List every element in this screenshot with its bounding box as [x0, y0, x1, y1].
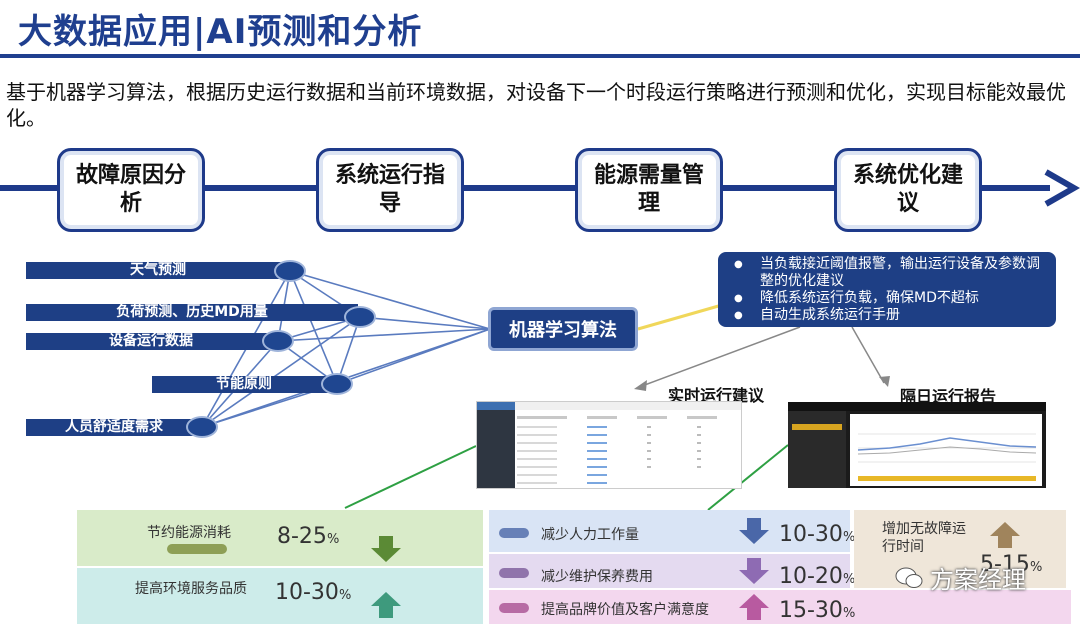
input-label: 天气预测	[130, 262, 186, 278]
process-arrow	[0, 169, 1080, 207]
ml-algorithm-box: 机器学习算法	[488, 307, 638, 351]
arrow-down-icon	[739, 518, 769, 544]
advice-item: 降低系统运行负载，确保MD不超标	[734, 290, 1048, 307]
arrow-down-icon	[739, 558, 769, 584]
realtime-screenshot[interactable]	[476, 401, 742, 489]
report-caption: 隔日运行报告	[900, 387, 997, 406]
wechat-icon	[895, 567, 923, 588]
input-comfort-demand: 人员舒适度需求	[26, 419, 202, 436]
benefit-card-energy: 节约能源消耗 8-25%	[77, 510, 483, 566]
step-demand-management[interactable]: 能源需量管理	[575, 148, 723, 232]
network-node	[344, 306, 376, 328]
arrow-down-icon	[371, 536, 401, 562]
advice-item: 自动生成系统运行手册	[734, 307, 1048, 324]
benefit-label: 节约能源消耗	[147, 525, 231, 541]
input-label: 设备运行数据	[109, 333, 193, 349]
network-node	[262, 330, 294, 352]
title-underline	[0, 54, 1080, 58]
input-label: 负荷预测、历史MD用量	[116, 304, 268, 320]
benefit-label: 减少人力工作量	[541, 527, 639, 543]
benefit-value: 10-30%	[275, 580, 352, 605]
input-equipment-data: 设备运行数据	[26, 333, 276, 350]
benefit-label: 减少维护保养费用	[541, 569, 653, 585]
benefit-label: 提高环境服务品质	[135, 581, 247, 597]
page-title: 大数据应用|AI预测和分析	[18, 12, 423, 52]
benefit-value: 5-15%	[980, 552, 1043, 577]
arrow-up-icon	[990, 522, 1020, 548]
input-energy-principle: 节能原则	[152, 376, 336, 393]
benefit-value: 8-25%	[277, 524, 340, 549]
leaf-icon	[167, 544, 227, 554]
input-load-forecast: 负荷预测、历史MD用量	[26, 304, 358, 321]
step-label: 系统优化建议	[853, 163, 964, 216]
report-screenshot[interactable]	[788, 402, 1046, 488]
watermark: 方案经理	[894, 560, 1026, 595]
benefit-value: 10-20%	[779, 564, 856, 589]
ml-label: 机器学习算法	[509, 320, 617, 341]
realtime-caption: 实时运行建议	[668, 386, 765, 405]
step-label: 能源需量管理	[594, 163, 705, 216]
benefit-card-labor: 减少人力工作量 10-30%	[489, 510, 855, 552]
labor-icon	[499, 528, 529, 538]
network-node	[321, 373, 353, 395]
benefit-card-service: 提高环境服务品质 10-30%	[77, 568, 483, 624]
brand-icon	[499, 603, 529, 613]
arrow-up-icon	[739, 594, 769, 620]
step-fault-analysis[interactable]: 故障原因分析	[57, 148, 205, 232]
benefit-card-uptime: 增加无故障运行时间 5-15%	[854, 510, 1066, 588]
network-node	[274, 260, 306, 282]
step-label: 系统运行指导	[335, 163, 446, 216]
intro-text: 基于机器学习算法，根据历史运行数据和当前环境数据，对设备下一个时段运行策略进行预…	[6, 80, 1066, 130]
benefit-card-maintenance: 减少维护保养费用 10-20%	[489, 554, 855, 589]
input-weather: 天气预测	[26, 262, 290, 279]
arrow-up-icon	[371, 592, 401, 618]
maintenance-icon	[499, 568, 529, 578]
benefit-value: 15-30%	[779, 598, 856, 623]
input-label: 人员舒适度需求	[65, 419, 163, 435]
benefit-card-brand: 提高品牌价值及客户满意度 15-30%	[489, 590, 1071, 624]
benefit-value: 10-30%	[779, 522, 856, 547]
step-operation-guidance[interactable]: 系统运行指导	[316, 148, 464, 232]
step-optimization-advice[interactable]: 系统优化建议	[834, 148, 982, 232]
advice-box: 当负载接近阈值报警，输出运行设备及参数调整的优化建议 降低系统运行负载，确保MD…	[718, 252, 1056, 327]
benefit-label: 提高品牌价值及客户满意度	[541, 602, 709, 618]
step-label: 故障原因分析	[76, 163, 187, 216]
input-label: 节能原则	[216, 376, 272, 392]
benefit-label: 增加无故障运行时间	[882, 521, 966, 555]
advice-item: 当负载接近阈值报警，输出运行设备及参数调整的优化建议	[734, 256, 1048, 290]
network-node	[186, 416, 218, 438]
